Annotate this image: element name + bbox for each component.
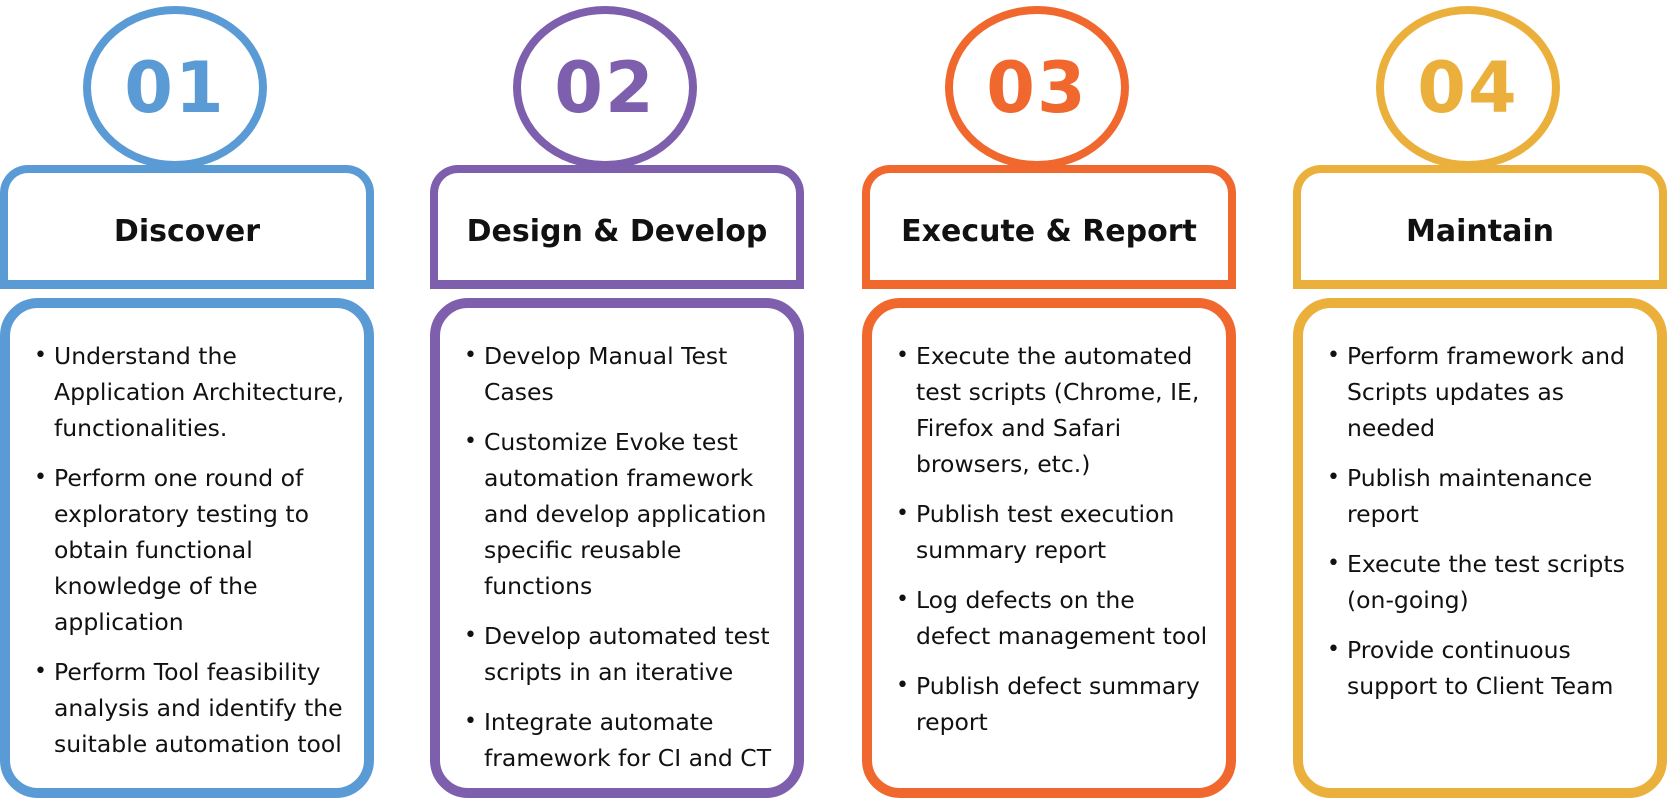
stage-title: Maintain <box>1293 165 1667 289</box>
stage-body: Perform framework and Scripts updates as… <box>1293 298 1667 798</box>
bullet-item: Execute the automated test scripts (Chro… <box>896 338 1208 482</box>
stage-body: Develop Manual Test Cases Customize Evok… <box>430 298 804 798</box>
bullet-item: Publish maintenance report <box>1327 460 1639 532</box>
bullet-list: Perform framework and Scripts updates as… <box>1327 338 1639 704</box>
bullet-item: Perform framework and Scripts updates as… <box>1327 338 1639 446</box>
bullet-list: Execute the automated test scripts (Chro… <box>896 338 1208 740</box>
stage-number-badge: 04 <box>1376 6 1560 169</box>
stage-number-badge: 01 <box>83 6 267 169</box>
bullet-item: Log defects on the defect management too… <box>896 582 1208 654</box>
stage-maintain: 04 Maintain Perform framework and Script… <box>1293 6 1667 798</box>
bullet-item: Develop Manual Test Cases <box>464 338 776 410</box>
bullet-item: Understand the Application Architecture,… <box>34 338 346 446</box>
bullet-item: Integrate automate framework for CI and … <box>464 704 776 776</box>
stage-title: Discover <box>0 165 374 289</box>
bullet-list: Develop Manual Test Cases Customize Evok… <box>464 338 776 776</box>
bullet-item: Perform Tool feasibility analysis and id… <box>34 654 346 762</box>
stage-execute-report: 03 Execute & Report Execute the automate… <box>862 6 1236 798</box>
stage-discover: 01 Discover Understand the Application A… <box>0 6 374 798</box>
bullet-list: Understand the Application Architecture,… <box>34 338 346 762</box>
bullet-item: Provide continuous support to Client Tea… <box>1327 632 1639 704</box>
stage-number-badge: 03 <box>945 6 1129 169</box>
bullet-item: Publish defect summary report <box>896 668 1208 740</box>
bullet-item: Publish test execution summary report <box>896 496 1208 568</box>
stage-title: Design & Develop <box>430 165 804 289</box>
stage-design-develop: 02 Design & Develop Develop Manual Test … <box>430 6 804 798</box>
bullet-item: Execute the test scripts (on-going) <box>1327 546 1639 618</box>
bullet-item: Develop automated test scripts in an ite… <box>464 618 776 690</box>
stage-title: Execute & Report <box>862 165 1236 289</box>
bullet-item: Customize Evoke test automation framewor… <box>464 424 776 604</box>
stage-body: Execute the automated test scripts (Chro… <box>862 298 1236 798</box>
stage-body: Understand the Application Architecture,… <box>0 298 374 798</box>
bullet-item: Perform one round of exploratory testing… <box>34 460 346 640</box>
stage-number-badge: 02 <box>513 6 697 169</box>
